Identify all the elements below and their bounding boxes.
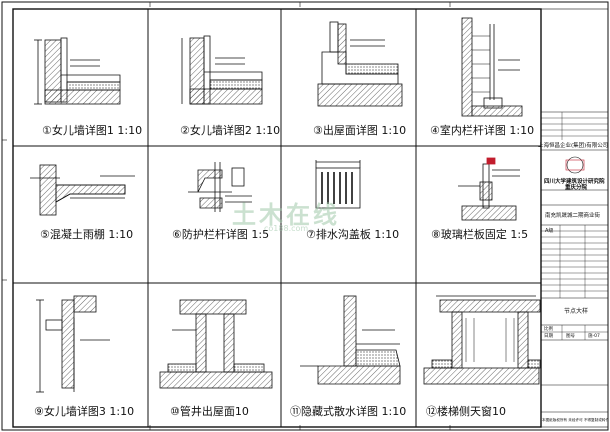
detail-9-caption: ⑨女儿墙详图3 1:10: [34, 405, 135, 418]
detail-8-caption: ⑧玻璃栏板固定 1:5: [431, 228, 529, 241]
detail-2-caption: ②女儿墙详图2 1:10: [180, 124, 281, 137]
detail-5-caption: ⑤混凝土雨棚 1:10: [40, 228, 134, 241]
detail-4-caption: ④室内栏杆详图 1:10: [430, 124, 535, 137]
scale-label: 比例: [544, 327, 553, 332]
detail-11-caption: ⑪隐藏式散水详图 1:10: [290, 405, 407, 418]
panel-grid: [13, 9, 541, 427]
drawing-name: 节点大样: [564, 308, 589, 315]
detail-6-caption: ⑥防护栏杆详图 1:5: [172, 228, 270, 241]
detail-9-drawing: [36, 295, 110, 393]
detail-3-caption: ③出屋面详图 1:10: [313, 124, 407, 137]
client-company: 上海恒昌企业(集团)有限公司: [538, 143, 608, 149]
detail-7-drawing: [315, 160, 361, 209]
title-block-frame: [540, 8, 609, 428]
detail-4-drawing: [461, 17, 523, 117]
watermark-sub: co188.com: [264, 224, 309, 233]
detail-12-caption: ⑫楼梯侧天窗10: [426, 405, 506, 418]
detail-8-drawing: [458, 157, 520, 221]
detail-10-drawing: [159, 299, 273, 389]
detail-10-caption: ⑩管井出屋面10: [170, 405, 249, 418]
watermark-text: 土木在线: [232, 201, 340, 229]
detail-1-caption: ①女儿墙详图1 1:10: [42, 124, 143, 137]
copyright-footer: 本图纸版权所有 未经许可 不得复制或转作他用: [542, 418, 608, 422]
date-label: 日期: [544, 334, 553, 339]
detail-1-drawing: [34, 37, 121, 105]
detail-3-drawing: [317, 21, 403, 107]
detail-6-drawing: [188, 162, 252, 212]
detail-11-drawing: [300, 295, 401, 385]
detail-2-drawing: [181, 35, 263, 105]
detail-12-drawing: [423, 295, 541, 385]
project-name: 南充凯晟城二期商业街: [545, 213, 601, 219]
detail-5-drawing: [30, 164, 135, 216]
sheet-number: 施-07: [588, 334, 600, 339]
frame-ticks: [2, 2, 451, 430]
sheet-label: 图号: [566, 334, 575, 339]
detail-7-caption: ⑦排水沟盖板 1:10: [306, 228, 400, 241]
design-grade: A级: [545, 228, 554, 234]
design-institute-branch: 重庆分院: [565, 185, 588, 191]
stamp-mark: [565, 159, 585, 171]
design-institute: 四川大学建筑设计研究院: [544, 179, 605, 185]
